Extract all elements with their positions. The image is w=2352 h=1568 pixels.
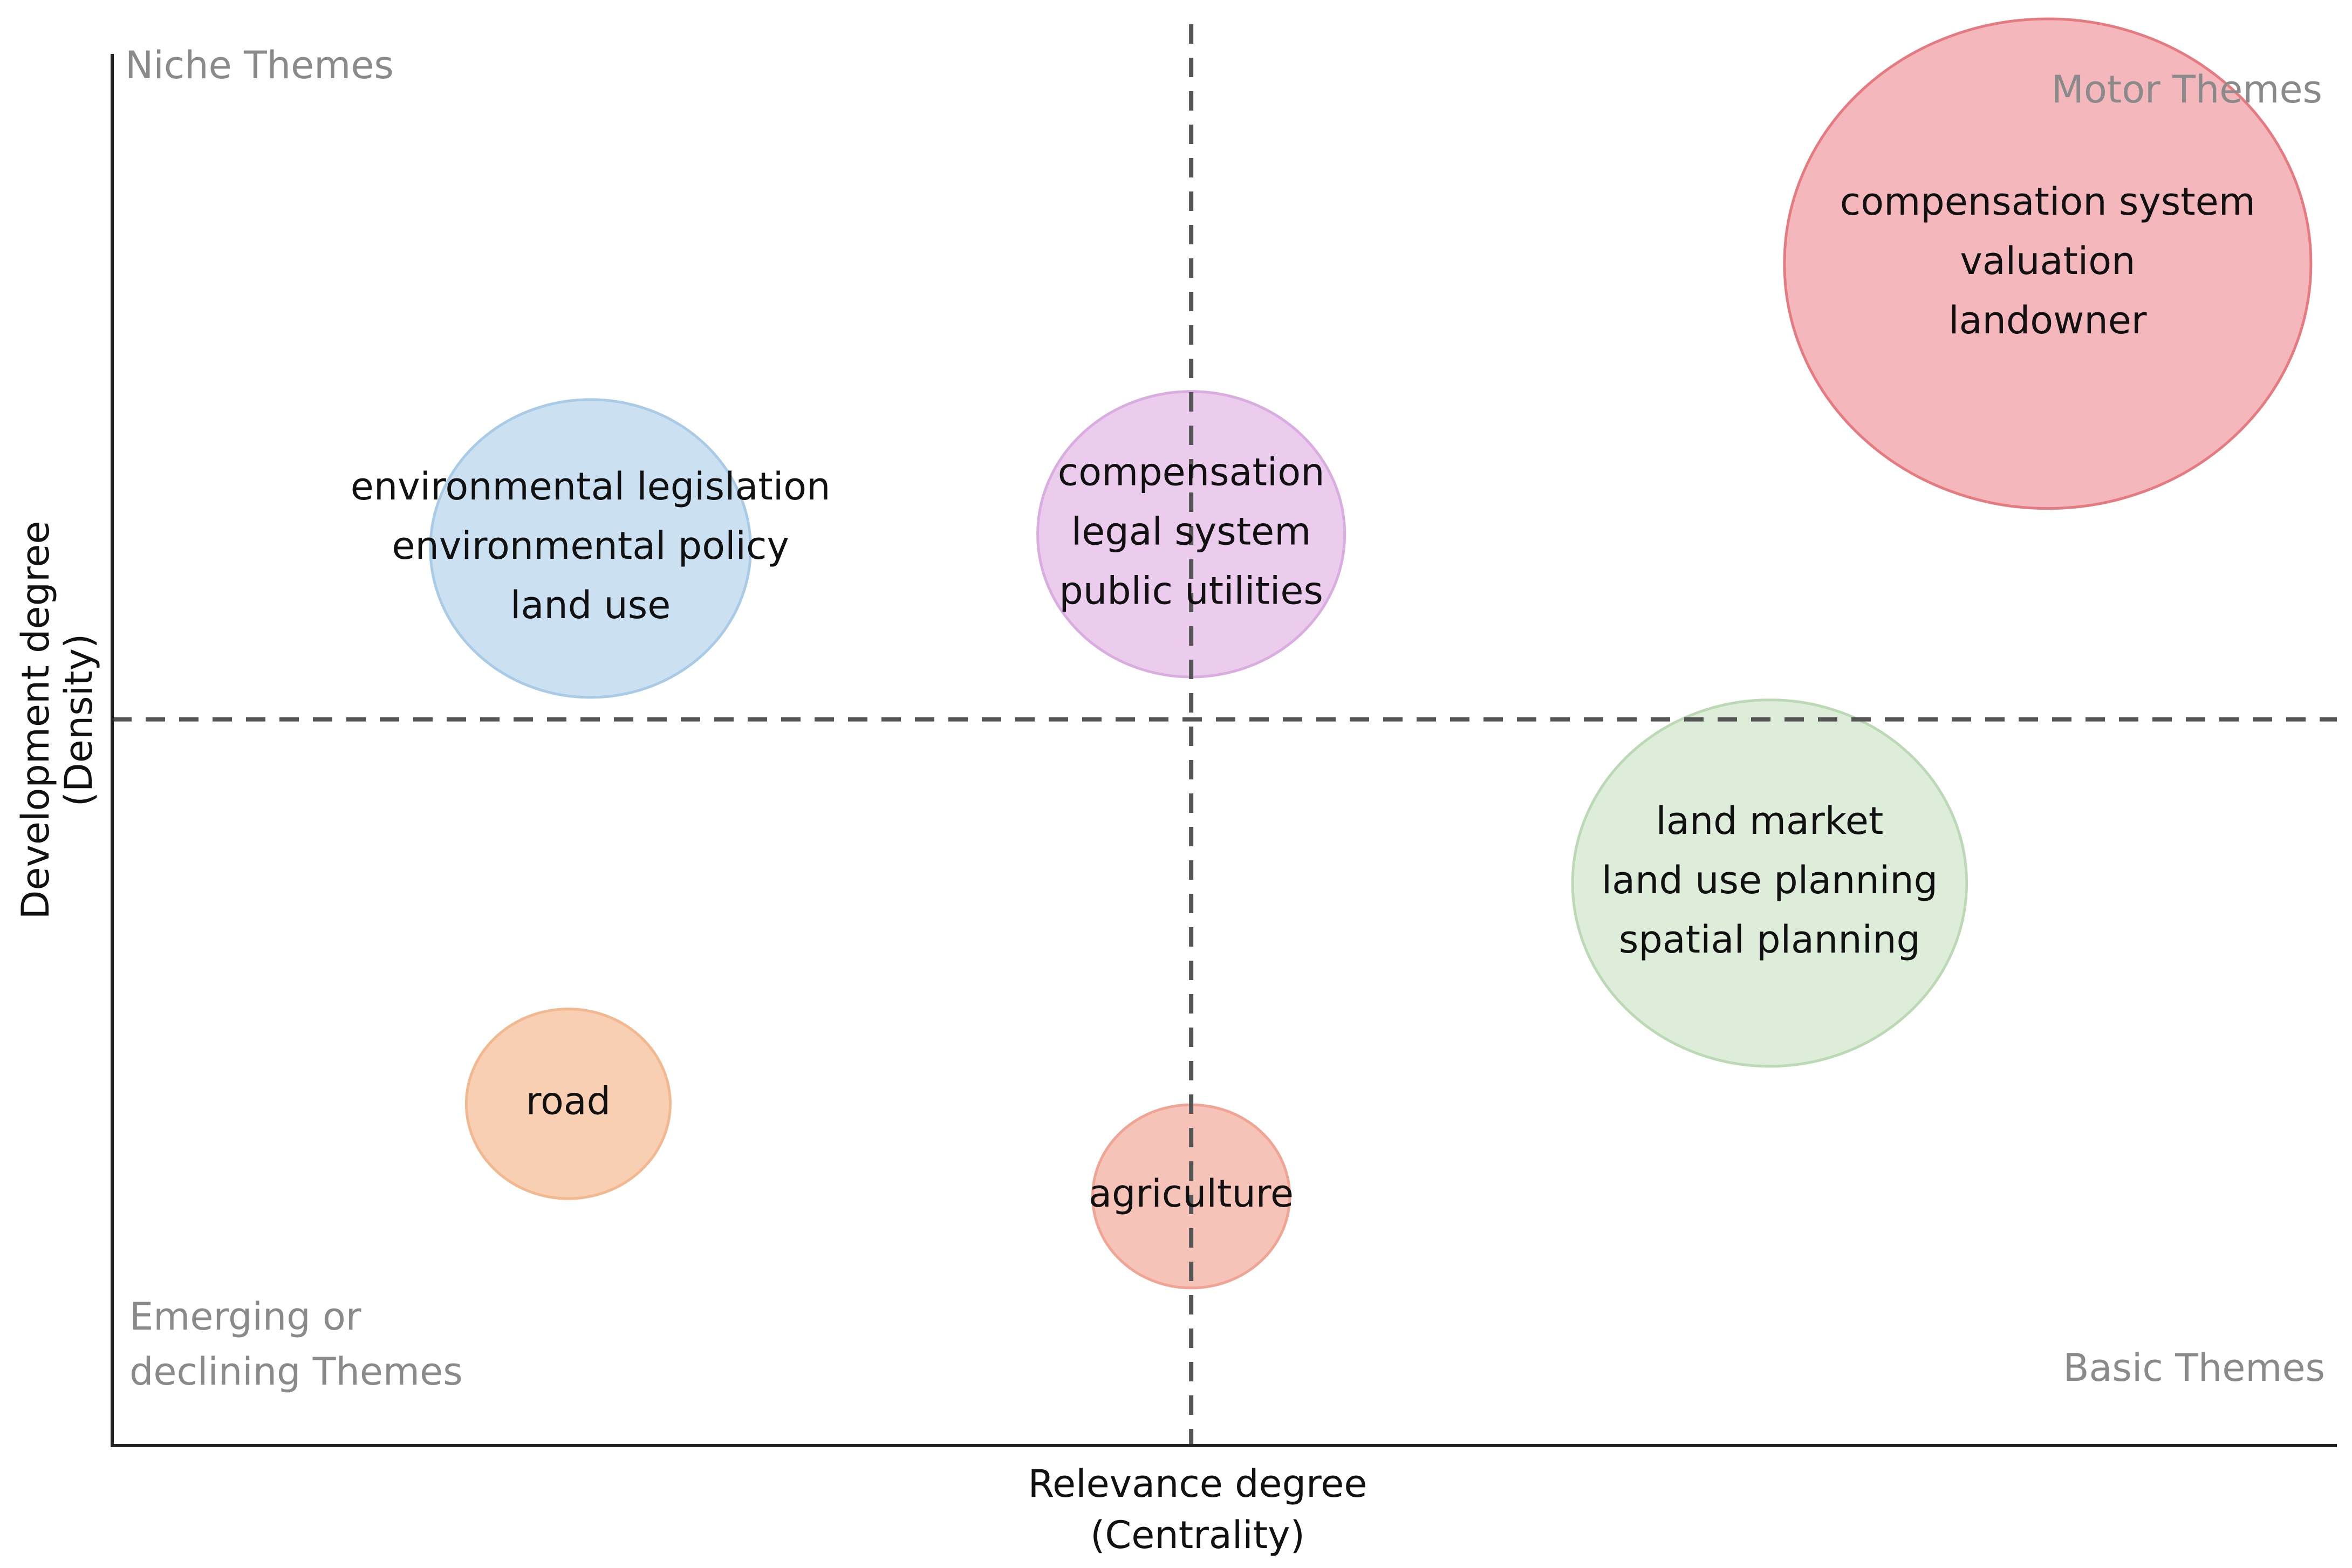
bubble-point [464,1008,672,1200]
y-axis-label: Development degree [13,521,58,920]
bubble-label: land market [1656,799,1883,843]
x-axis-sublabel: (Centrality) [1090,1513,1305,1557]
bubble-label: agriculture [1089,1172,1294,1216]
reference-lines [112,24,2337,1446]
bubble-label: land use planning [1602,858,1938,902]
bubble-label: valuation [1960,239,2135,283]
quadrant-label-emerging: declining Themes [129,1350,463,1394]
bubble-label: compensation [1058,450,1325,494]
bubble-label: spatial planning [1619,917,1920,962]
bubble-label: environmental legislation [351,464,831,509]
axes [111,54,2337,1447]
bubble-point [429,398,752,699]
bubble-labels: compensation system valuation landowner env… [351,180,2255,1216]
quadrant-label-basic: Basic Themes [2063,1346,2326,1390]
y-axis-title: Development degree (Density) [13,521,101,920]
bubble-label: public utilities [1059,569,1323,613]
bubble-label: road [526,1079,611,1123]
quadrant-label-emerging: Emerging or [129,1295,361,1339]
quadrant-label-motor: Motor Themes [2052,67,2322,112]
bubble-label: land use [510,583,671,627]
bubble-label: compensation system [1840,180,2255,224]
y-axis-sublabel: (Density) [57,634,101,807]
bubble-label: legal system [1071,509,1311,553]
bubble-label: landowner [1948,298,2147,343]
bubble-layer [429,17,2313,1290]
bubble-label: environmental policy [392,524,789,568]
bubble-point [1783,17,2313,510]
x-axis-title: Relevance degree (Centrality) [1028,1462,1368,1557]
bubble-point [1571,699,1968,1068]
quadrant-label-niche: Niche Themes [125,43,394,87]
x-axis-label: Relevance degree [1028,1462,1368,1506]
